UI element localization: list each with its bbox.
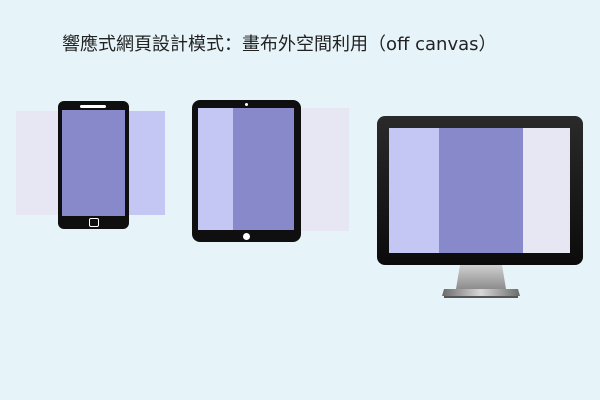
tablet-offscreen-left-panel: [198, 108, 233, 230]
monitor-right-panel: [523, 128, 570, 253]
phone-offscreen-left-panel: [16, 111, 64, 215]
monitor-stand: [442, 265, 520, 298]
tablet-camera: [245, 103, 248, 106]
tablet-home-button: [243, 233, 250, 240]
page-title: 響應式網頁設計模式：畫布外空間利用（off canvas）: [62, 34, 497, 55]
tablet-offscreen-right-panel: [294, 108, 349, 231]
tablet-screen-main-content: [233, 108, 294, 230]
phone-screen-main-content: [62, 110, 125, 216]
phone-home-button: [89, 218, 99, 227]
monitor-main-content: [439, 128, 523, 253]
phone-speaker: [80, 105, 106, 108]
monitor-left-panel: [389, 128, 439, 253]
